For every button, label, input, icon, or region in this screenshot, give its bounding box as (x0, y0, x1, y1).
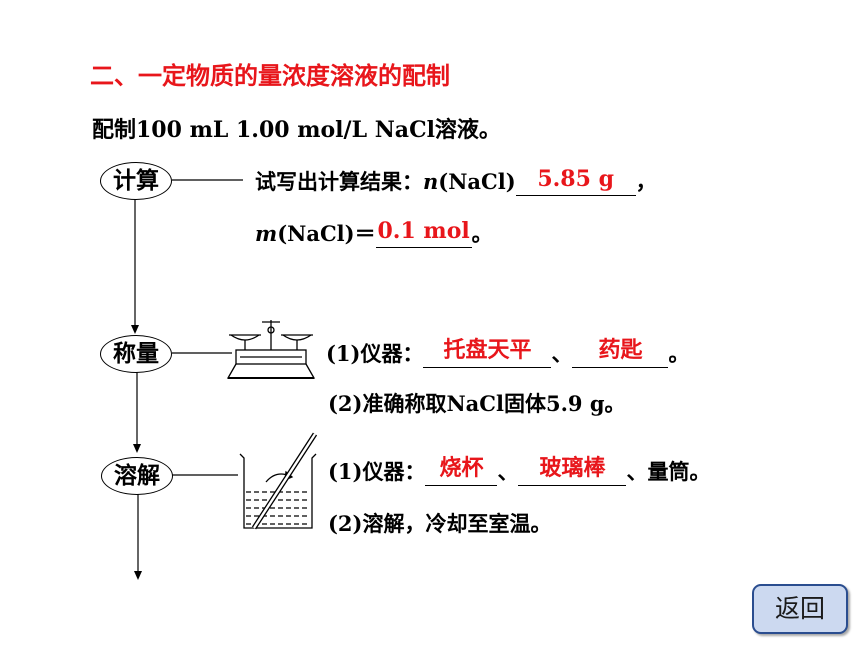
dissolve-answer-2: 玻璃棒 (539, 455, 606, 481)
flow-arrow (133, 372, 141, 453)
calc-prompt: 试写出计算结果： (255, 169, 423, 194)
n-symbol: n (423, 169, 439, 194)
section-title: 二、一定物质的量浓度溶液的配制 (90, 61, 450, 90)
n-answer-blank: 5.85 g (515, 166, 636, 196)
weigh-line-1: (1)仪器： 托盘天平、药匙。 (326, 337, 690, 368)
dissolve-separator: 、 (497, 459, 519, 484)
n-answer: 5.85 g (537, 166, 614, 192)
back-button[interactable]: 返回 (752, 584, 848, 634)
dissolve-line-1: (1)仪器： 烧杯、玻璃棒、量筒。 (328, 455, 711, 486)
flow-arrow (131, 199, 139, 334)
calc-period: 。 (471, 221, 493, 246)
weigh-instruments-label: (1)仪器： (326, 341, 424, 366)
step-weigh: 称量 (100, 335, 172, 373)
m-expression: (NaCl)＝ (277, 221, 376, 246)
dissolve-instruments-label: (1)仪器： (328, 459, 426, 484)
dissolve-answer-blank-2: 玻璃棒 (518, 455, 627, 486)
weigh-answer-1: 托盘天平 (443, 337, 532, 363)
m-answer-blank: 0.1 mol (375, 218, 472, 248)
weigh-answer-2: 药匙 (598, 337, 643, 363)
m-answer: 0.1 mol (377, 218, 470, 244)
weigh-answer-blank-2: 药匙 (572, 337, 669, 368)
glass-rod-icon (251, 432, 318, 530)
dissolve-line-2: (2)溶解，冷却至室温。 (328, 511, 552, 536)
task-description: 配制100 mL 1.00 mol/L NaCl溶液。 (92, 117, 501, 143)
dissolve-end: 、量筒。 (626, 459, 711, 484)
calc-comma: ， (635, 169, 657, 194)
step-calculate: 计算 (100, 162, 172, 200)
calc-line-2: m(NaCl)＝0.1 mol。 (255, 218, 493, 248)
step-dissolve: 溶解 (101, 457, 173, 495)
balance-icon (226, 320, 316, 379)
n-expression: (NaCl) (438, 169, 516, 194)
calc-line-1: 试写出计算结果：n(NaCl) 5.85 g ， (255, 166, 657, 196)
dissolve-answer-blank-1: 烧杯 (425, 455, 498, 486)
m-symbol: m (255, 221, 278, 246)
weigh-line-2: (2)准确称取NaCl固体5.9 g。 (328, 391, 626, 416)
weigh-answer-blank-1: 托盘天平 (423, 337, 552, 368)
flow-arrow (134, 494, 142, 580)
dissolve-answer-1: 烧杯 (439, 455, 484, 481)
weigh-separator: 、 (551, 341, 573, 366)
weigh-end: 。 (668, 341, 690, 366)
